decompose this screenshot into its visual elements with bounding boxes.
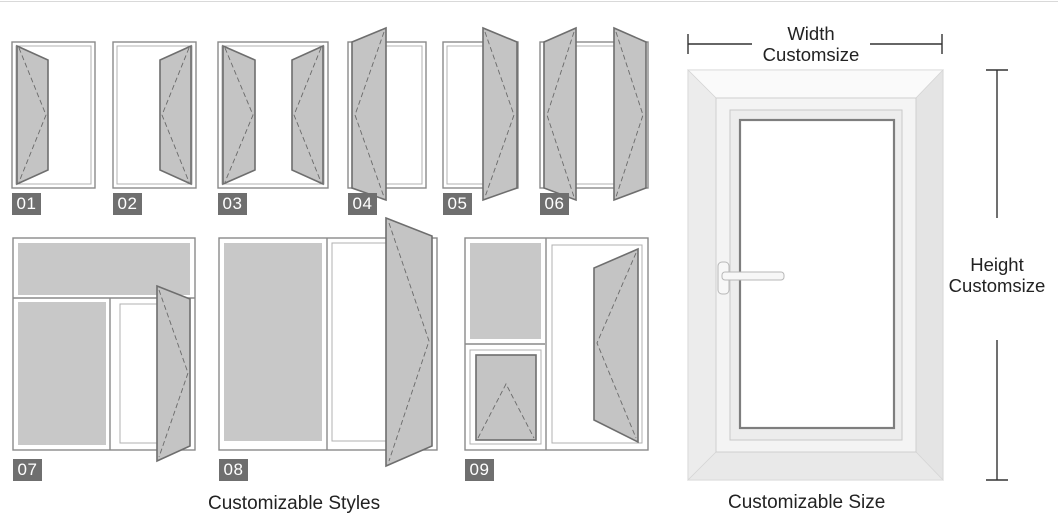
width-sublabel: Customsize bbox=[762, 44, 860, 65]
height-sublabel: Customsize bbox=[948, 275, 1046, 296]
style-08-casement-sash bbox=[385, 216, 433, 468]
style-01-drawing bbox=[11, 41, 96, 189]
style-08-fixed-pane bbox=[224, 243, 322, 441]
style-07-fixed-pane bbox=[18, 302, 106, 445]
top-divider bbox=[0, 1, 1058, 2]
style-badge-02: 02 bbox=[113, 193, 142, 215]
style-03-left-sash bbox=[222, 44, 256, 186]
height-label-block: Height Customsize bbox=[940, 254, 1054, 296]
style-04-sash bbox=[351, 26, 387, 202]
style-01-sash bbox=[16, 44, 49, 186]
style-04-drawing bbox=[347, 26, 427, 202]
width-label: Width bbox=[787, 23, 835, 44]
style-badge-08: 08 bbox=[219, 459, 248, 481]
style-09-fixed-pane bbox=[470, 243, 541, 339]
style-badge-09: 09 bbox=[465, 459, 494, 481]
style-07-drawing bbox=[12, 237, 196, 463]
style-06-right-sash bbox=[613, 26, 647, 202]
height-label: Height bbox=[970, 254, 1024, 275]
style-badge-01: 01 bbox=[12, 193, 41, 215]
style-badge-05: 05 bbox=[443, 193, 472, 215]
style-05-sash bbox=[482, 26, 518, 202]
styles-caption: Customizable Styles bbox=[208, 493, 381, 514]
style-badge-04: 04 bbox=[348, 193, 377, 215]
width-label-block: Width Customsize bbox=[752, 23, 870, 65]
large-window bbox=[687, 69, 944, 481]
width-dimension bbox=[687, 34, 943, 54]
style-09-casement-sash bbox=[593, 247, 639, 444]
height-dimension bbox=[986, 69, 1008, 481]
style-07-transom-pane bbox=[18, 243, 190, 295]
style-badge-07: 07 bbox=[13, 459, 42, 481]
style-badge-03: 03 bbox=[218, 193, 247, 215]
style-08-drawing bbox=[218, 216, 438, 468]
style-03-right-sash bbox=[291, 44, 324, 186]
style-02-drawing bbox=[112, 41, 197, 189]
style-06-drawing bbox=[539, 26, 649, 202]
style-badge-06: 06 bbox=[540, 193, 569, 215]
style-05-drawing bbox=[442, 26, 519, 202]
style-09-drawing bbox=[464, 237, 649, 451]
style-02-sash bbox=[159, 44, 192, 186]
style-09-awning-sash bbox=[475, 354, 537, 441]
window-handle bbox=[717, 261, 785, 295]
style-06-left-sash bbox=[543, 26, 577, 202]
size-caption: Customizable Size bbox=[728, 492, 886, 513]
style-03-drawing bbox=[217, 41, 329, 189]
style-07-casement-sash bbox=[156, 284, 191, 463]
